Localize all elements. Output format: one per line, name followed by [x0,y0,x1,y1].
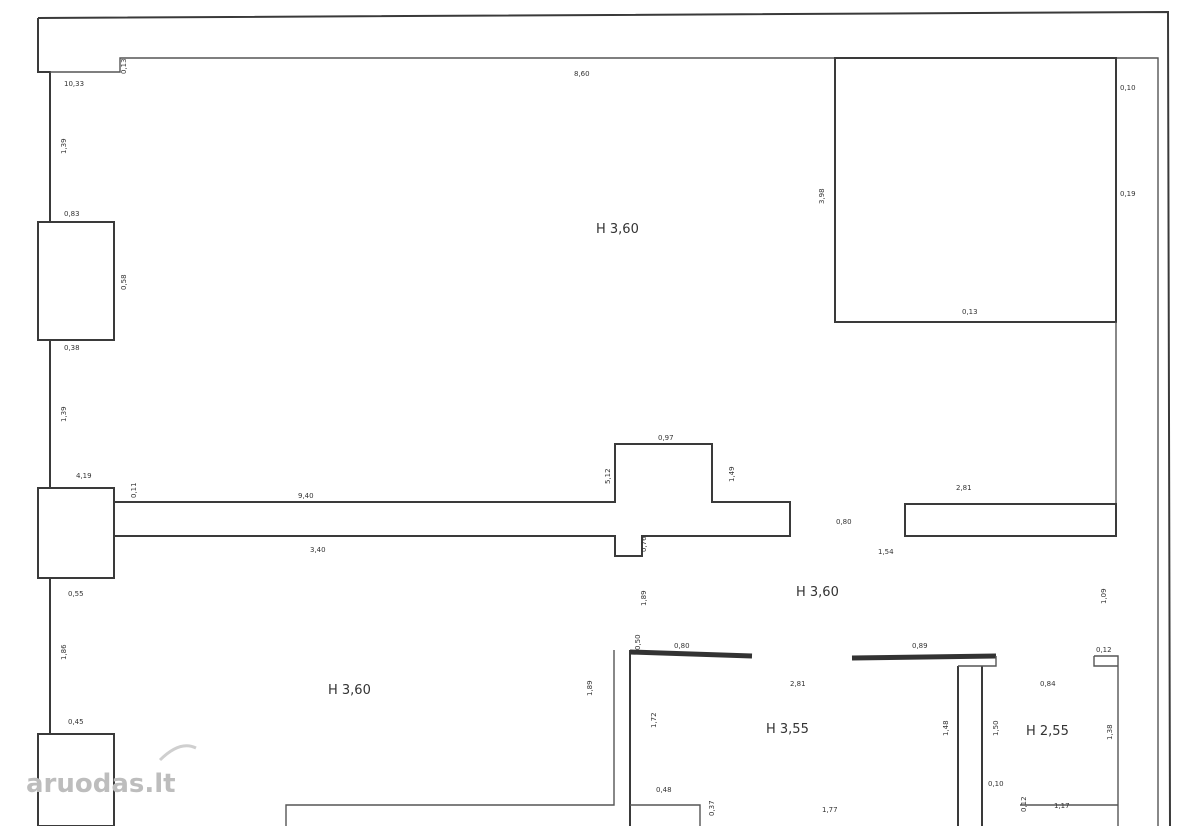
dimension-label: 0,12 [1020,796,1028,812]
dimension-label: 0,76 [640,536,648,552]
dimension-label: 1,48 [942,720,950,736]
left-pier-3 [37,733,115,827]
dimension-label: 0,58 [120,274,128,290]
dimension-label: 1,89 [640,590,648,606]
dimension-label: 1,86 [60,644,68,660]
outer-wall-left [37,18,51,826]
dimension-label: 0,10 [1120,84,1136,92]
room-label-wc: H 2,55 [1026,724,1069,739]
small-room-bottom-wall [630,804,701,826]
dimension-label: 0,45 [68,718,84,726]
dimension-label: 0,13 [120,58,128,74]
dimension-label: 0,19 [1120,190,1136,198]
dimension-label: 0,97 [658,434,674,442]
small-room-door-lintel-right [851,653,997,661]
dimension-label: 0,80 [836,518,852,526]
left-pier-1 [37,221,115,341]
dimension-label: 1,39 [60,138,68,154]
wall-right-inner [1115,57,1159,826]
dimension-label: 10,33 [64,80,84,88]
dimension-label: 1,50 [992,720,1000,736]
dimension-label: 3,98 [818,188,826,204]
small-room-door-lintel-left [629,649,753,659]
room-label-main-hall: H 3,60 [596,222,639,237]
dimension-label: 0,37 [708,800,716,816]
dimension-label: 1,89 [586,680,594,696]
corridor-wall-left [114,443,791,557]
shaft-room [834,57,1117,323]
dimension-label: 0,80 [674,642,690,650]
dimension-label: 3,40 [310,546,326,554]
room-label-corridor: H 3,60 [796,585,839,600]
outer-walls [37,10,1171,827]
dimension-label: 5,12 [604,468,612,484]
outer-wall-top-right [37,10,1171,827]
dimension-label: 4,19 [76,472,92,480]
dimension-label: 0,12 [1096,646,1112,654]
dimension-label: 8,60 [574,70,590,78]
dimension-label: 1,39 [60,406,68,422]
wc-right-corner [1093,656,1118,667]
dimension-label: 1,38 [1106,724,1114,740]
dimension-label: 0,50 [634,634,642,650]
dimension-label: 9,40 [298,492,314,500]
dimension-label: 1,72 [650,712,658,728]
dimension-label: 1,17 [1054,802,1070,810]
wall-top-inner [50,57,835,73]
dimension-label: 0,84 [1040,680,1056,688]
dimension-label: 0,48 [656,786,672,794]
watermark-text: aruodas.lt [26,769,176,799]
dimension-label: 0,13 [962,308,978,316]
dimension-label: 2,81 [956,484,972,492]
dimension-label: 1,54 [878,548,894,556]
dimension-label: 0,38 [64,344,80,352]
dimension-label: 0,10 [988,780,1004,788]
room-label-lower-left: H 3,60 [328,683,371,698]
corridor-wall-right [904,503,1117,537]
dimension-label: 0,83 [64,210,80,218]
dimension-labels: 10,33 0,13 8,60 1,39 0,83 0,58 0,38 1,39… [60,58,1136,816]
watermark-logo: aruodas.lt [26,744,197,799]
wc-right-wall [1094,655,1119,826]
wc-corner [958,656,997,667]
watermark-roof-icon [158,744,197,762]
dimension-label: 1,49 [728,466,736,482]
dimension-label: 1,77 [822,806,838,814]
left-pier-2 [37,487,115,579]
dimension-label: 0,55 [68,590,84,598]
dimension-label: 0,11 [130,482,138,498]
room-label-small-room: H 3,55 [766,722,809,737]
dimension-label: 1,09 [1100,588,1108,604]
lower-left-room-wall [285,650,615,826]
dimension-label: 0,89 [912,642,928,650]
dimension-label: 2,81 [790,680,806,688]
